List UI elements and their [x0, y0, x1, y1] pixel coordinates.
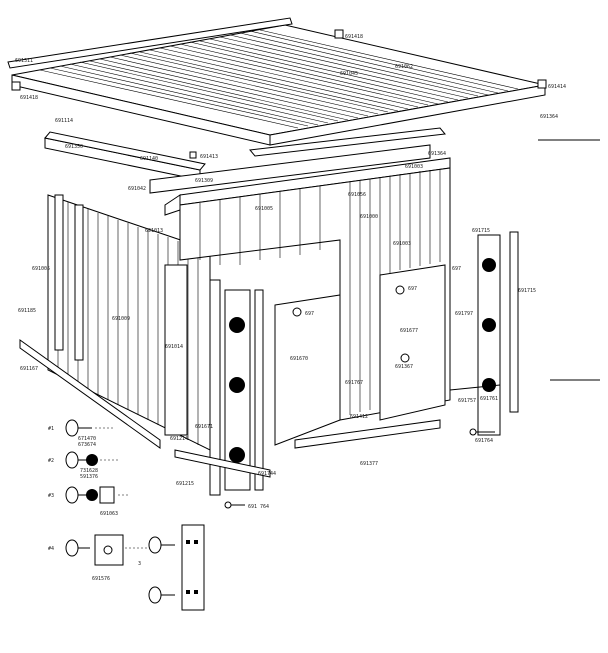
- assembly-arrows: [95, 427, 150, 549]
- callout: 673674: [78, 442, 96, 448]
- callout: 691744: [258, 471, 276, 477]
- callout: 691364: [540, 114, 558, 120]
- callout: 697: [305, 311, 314, 317]
- callout: 691761: [480, 396, 498, 402]
- callout: 691009: [112, 316, 130, 322]
- base-rails: [19, 339, 501, 478]
- door-frame-left: [209, 279, 264, 496]
- callout: 691003: [393, 241, 411, 247]
- callout: 691412: [350, 414, 368, 420]
- callout: 691309: [195, 178, 213, 184]
- door-right-panel: [379, 264, 446, 421]
- callout: 691114: [55, 118, 73, 124]
- callout: 691757: [458, 398, 476, 404]
- callout: 691670: [290, 356, 308, 362]
- callout: 691167: [20, 366, 38, 372]
- callout: 691418: [20, 95, 38, 101]
- callout: 691677: [400, 328, 418, 334]
- hardware-bracket: [181, 524, 205, 611]
- callout: 697: [408, 286, 417, 292]
- callout: 691671: [195, 424, 213, 430]
- callout: 691367: [395, 364, 413, 370]
- callout: 691413: [200, 154, 218, 160]
- roof-corner-cap: [537, 79, 547, 89]
- roof-corner-cap: [11, 81, 21, 91]
- callout: 691767: [345, 380, 363, 386]
- callout: 691014: [165, 344, 183, 350]
- item-number: #3: [48, 493, 54, 499]
- callout: 691350: [65, 144, 83, 150]
- callout: 691140: [140, 156, 158, 162]
- door-frame-right: [477, 231, 519, 436]
- callout: 691000: [360, 214, 378, 220]
- callout: 691364: [428, 151, 446, 157]
- item-number: #4: [48, 546, 54, 552]
- hardware-screw-4: [65, 534, 124, 566]
- callout: 691797: [455, 311, 473, 317]
- callout: 691377: [360, 461, 378, 467]
- callout: 691576: [92, 576, 110, 582]
- callout: 691215: [176, 481, 194, 487]
- pins: [224, 285, 495, 509]
- callout: 691764: [475, 438, 493, 444]
- callout: 691003: [405, 164, 423, 170]
- callout: 691056: [348, 192, 366, 198]
- item-number: #2: [48, 458, 54, 464]
- callout: 671470: [78, 436, 96, 442]
- callout: 731628: [80, 468, 98, 474]
- beam-assembly: [44, 127, 451, 216]
- hardware-screw-3: [65, 486, 115, 504]
- callout: 691414: [548, 84, 566, 90]
- callout: 591376: [80, 474, 98, 480]
- callout: 697: [452, 266, 461, 272]
- callout: 691005: [32, 266, 50, 272]
- callout: 691214: [170, 436, 188, 442]
- hardware-screw-1: [65, 419, 92, 437]
- callout: 691042: [128, 186, 146, 192]
- callout: 691715: [518, 288, 536, 294]
- callout: 691 764: [248, 504, 269, 510]
- door-left-panel: [274, 294, 341, 446]
- callout: 3: [138, 561, 141, 567]
- hardware-screw-2: [65, 451, 98, 469]
- callout: 691063: [100, 511, 118, 517]
- callout: 691715: [472, 228, 490, 234]
- callout: 691045: [340, 71, 358, 77]
- callout: 691062: [395, 64, 413, 70]
- callout: 691005: [255, 206, 273, 212]
- roof-corner-cap: [189, 151, 197, 159]
- callout: 691311: [15, 58, 33, 64]
- left-wall: [47, 194, 211, 451]
- callout: 691013: [145, 228, 163, 234]
- roof-assembly: [7, 17, 546, 146]
- hardware-screw-5: [148, 536, 175, 604]
- callout: 691418: [345, 34, 363, 40]
- roof-corner-cap: [334, 29, 344, 39]
- item-number: #1: [48, 426, 54, 432]
- callout: 691185: [18, 308, 36, 314]
